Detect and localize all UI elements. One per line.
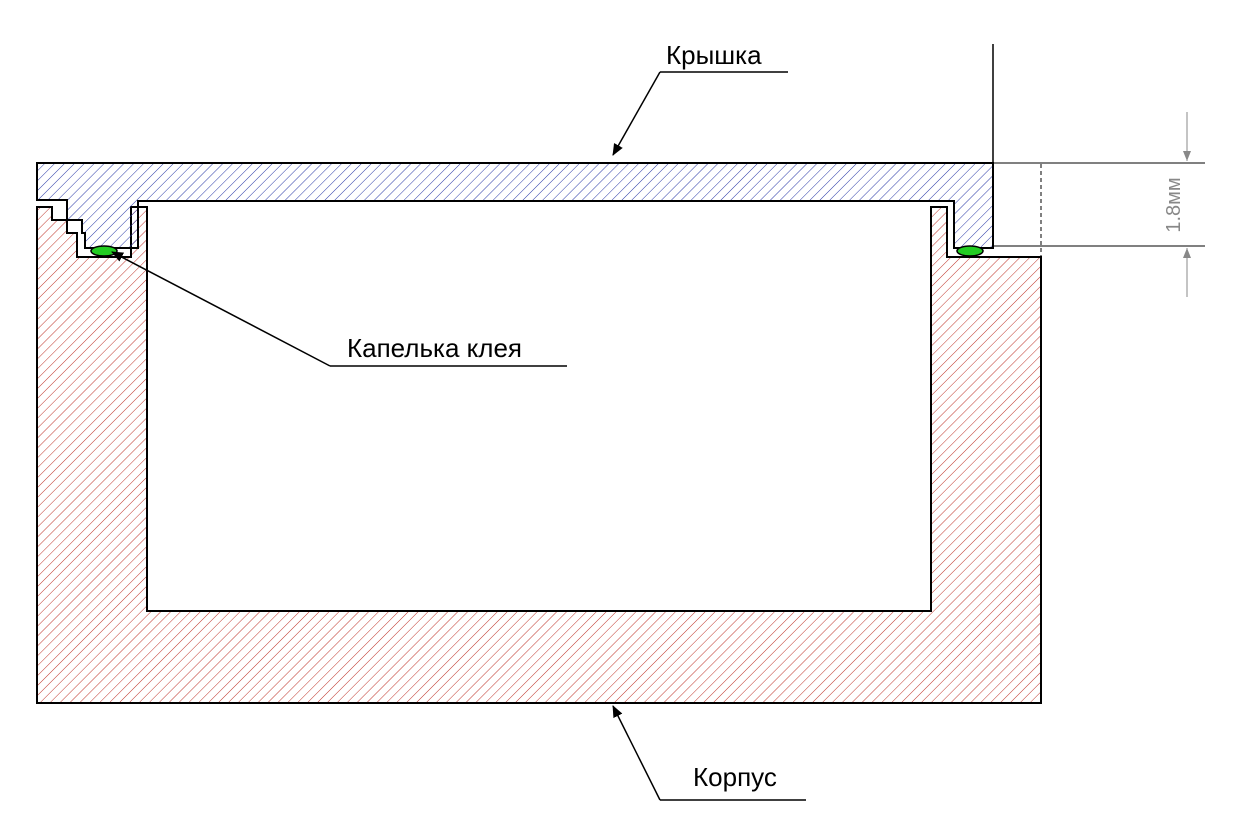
lid-callout: Крышка	[612, 40, 788, 156]
glue-drop-right	[956, 245, 984, 257]
glue-label: Капелька клея	[347, 333, 522, 363]
body-label: Корпус	[693, 762, 777, 792]
glue-drop-left	[90, 245, 118, 257]
lid-label: Крышка	[666, 40, 762, 70]
dimension-label: 1.8мм	[1163, 177, 1185, 232]
glue-callout: Капелька клея	[111, 251, 567, 367]
body-callout: Корпус	[612, 705, 806, 801]
lid-section	[36, 162, 994, 249]
dashed-extension	[993, 162, 1042, 258]
body-section	[36, 206, 1042, 704]
dimension-1-8mm: 1.8мм	[993, 112, 1205, 297]
